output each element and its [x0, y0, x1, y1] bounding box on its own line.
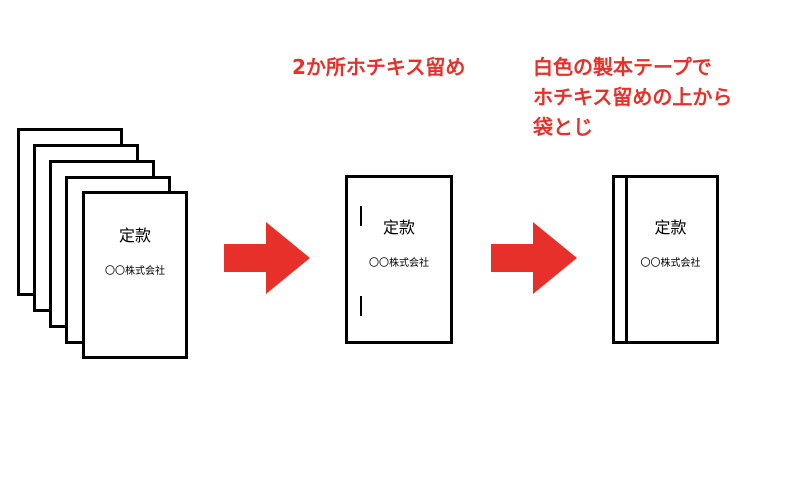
document-title: 定款 — [118, 226, 151, 245]
stapled-document: 定款 〇〇株式会社 — [345, 175, 453, 344]
company-name: 〇〇株式会社 — [369, 258, 429, 269]
step3-caption-line3: 袋とじ — [533, 115, 593, 139]
document-title: 定款 — [382, 218, 415, 237]
right-arrow-icon — [224, 222, 310, 294]
company-name: 〇〇株式会社 — [105, 266, 165, 277]
bound-document: 定款 〇〇株式会社 — [612, 175, 719, 344]
binding-tape — [612, 175, 628, 344]
right-arrow-icon — [491, 222, 577, 294]
step2-caption: 2か所ホチキス留め — [292, 55, 466, 79]
step3-caption-line1: 白色の製本テープで — [533, 55, 712, 79]
step3-caption-line2: ホチキス留めの上から — [533, 85, 733, 109]
front-page: 定款 〇〇株式会社 — [82, 191, 188, 359]
staple-bottom — [360, 296, 362, 316]
staple-top — [360, 206, 362, 226]
company-name: 〇〇株式会社 — [640, 258, 701, 269]
document-title: 定款 — [654, 218, 687, 237]
